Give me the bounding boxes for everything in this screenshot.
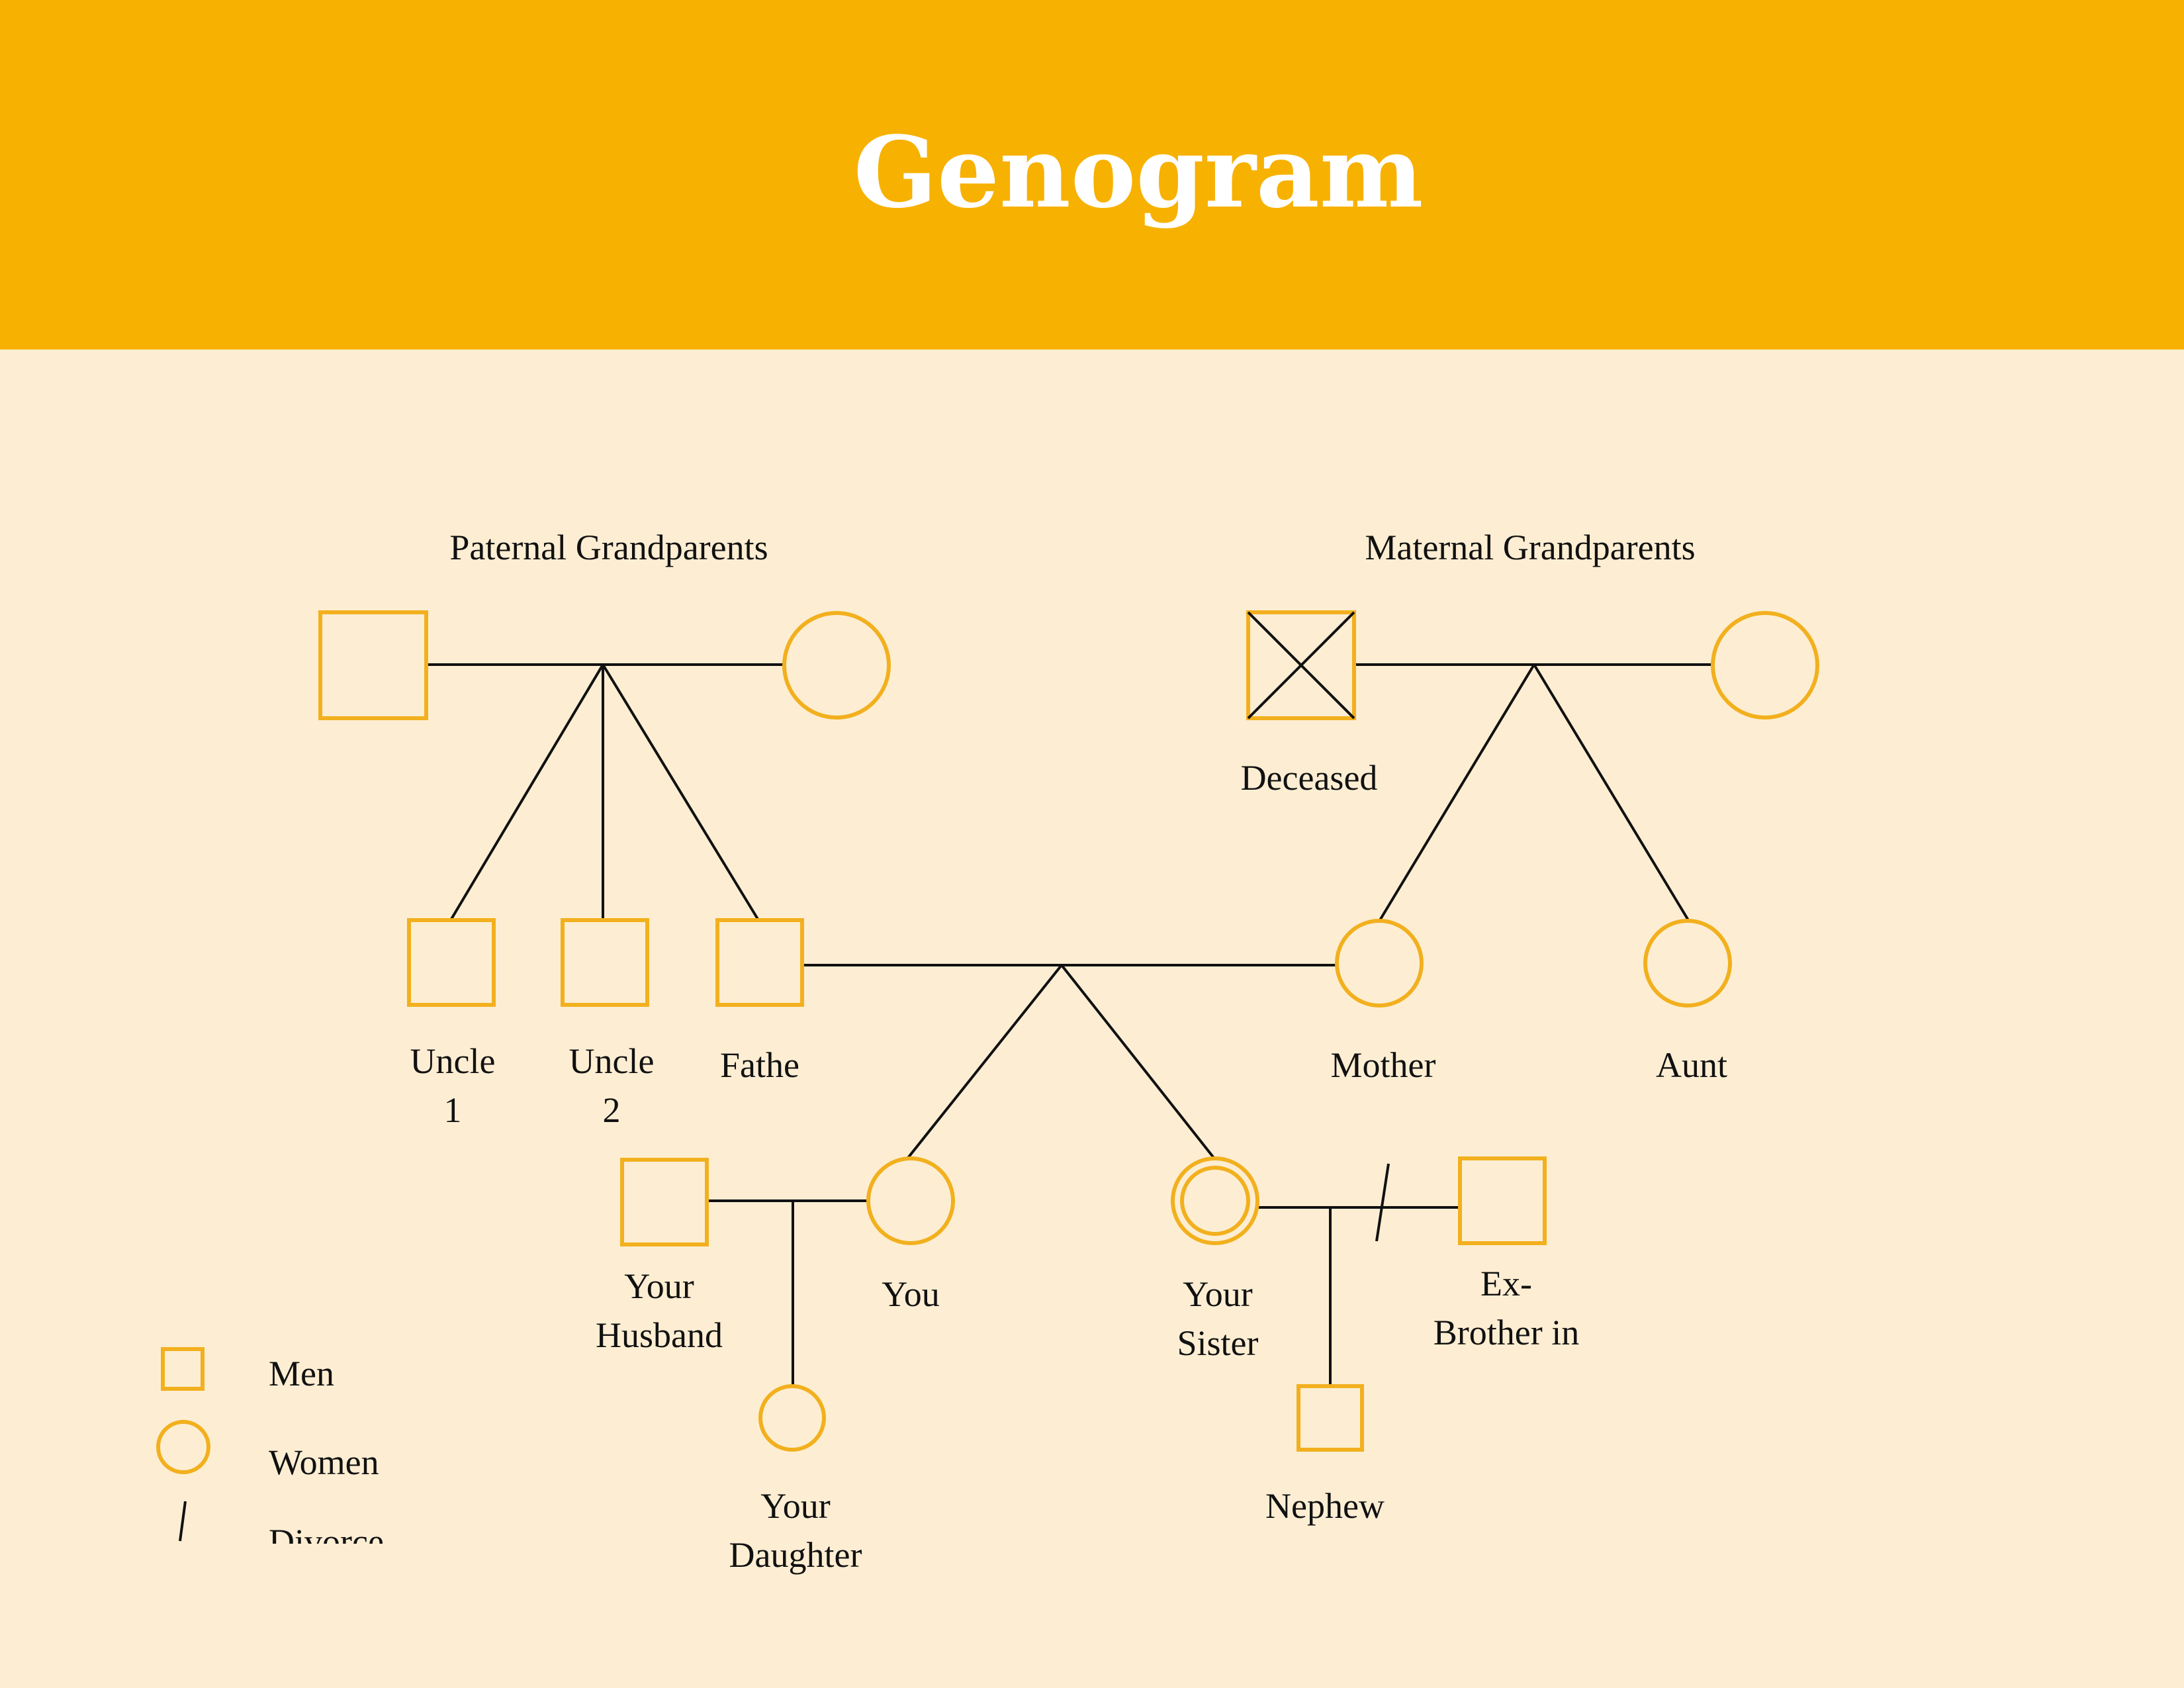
ex-brother-in-law-label: Ex- Brother in	[1433, 1264, 1580, 1352]
paternal-grandmother-circle	[782, 611, 891, 720]
uncle-2-square	[561, 918, 649, 1007]
relationship-lines	[179, 663, 1713, 1542]
paternal-child-line-uncle-1	[449, 663, 604, 921]
aunt-label: Aunt	[1656, 1045, 1727, 1085]
nephew-label: Nephew	[1265, 1486, 1385, 1526]
mother-circle	[1335, 919, 1424, 1008]
deceased-cross-icon	[1247, 611, 1355, 720]
your-husband-square	[620, 1158, 709, 1246]
maternal-grandfather-square-deceased	[1246, 610, 1356, 720]
your-daughter-circle	[758, 1384, 826, 1452]
ex-brother-in-law-square	[1458, 1156, 1547, 1245]
your-sister-outer-circle	[1171, 1156, 1259, 1245]
aunt-circle	[1643, 919, 1732, 1008]
maternal-child-line-mother	[1379, 663, 1535, 921]
maternal-child-line-aunt	[1533, 663, 1690, 921]
legend-men-square	[161, 1347, 205, 1391]
maternal-grandmother-circle	[1711, 611, 1819, 720]
you-label: You	[882, 1274, 940, 1314]
your-sister-label: Your Sister	[1177, 1274, 1259, 1363]
parents-child-line-sister	[1060, 964, 1215, 1159]
paternal-grandparents-label: Paternal Grandparents	[449, 528, 768, 567]
legend-women-label: Women	[269, 1442, 379, 1482]
paternal-grandfather-square	[318, 610, 428, 720]
divorce-mark	[1375, 1163, 1390, 1242]
deceased-label: Deceased	[1240, 758, 1378, 798]
uncle-1-label: Uncle 1	[410, 1041, 496, 1130]
maternal-grandparents-label: Maternal Grandparents	[1365, 528, 1696, 567]
your-husband-label: Your Husband	[596, 1266, 723, 1355]
legend-women-circle	[156, 1420, 210, 1474]
uncle-2-label: Uncle 2	[569, 1041, 655, 1130]
legend-divorce-mark	[179, 1501, 187, 1542]
your-sister-inner-circle	[1180, 1166, 1250, 1236]
father-square	[715, 918, 804, 1007]
page-title: Genogram	[853, 115, 1424, 230]
your-daughter-label: Your Daughter	[729, 1486, 862, 1575]
paternal-child-line-father	[602, 663, 760, 921]
title-banner	[0, 0, 2184, 350]
legend-divorce-label: Divorce	[269, 1522, 384, 1544]
mother-label: Mother	[1330, 1045, 1436, 1085]
nephew-square	[1297, 1384, 1364, 1452]
you-circle	[866, 1156, 955, 1245]
father-label: Fathe	[720, 1045, 799, 1085]
legend-men-label: Men	[269, 1354, 334, 1393]
person-symbols	[156, 610, 1819, 1474]
uncle-1-square	[407, 918, 496, 1007]
parents-child-line-you	[907, 964, 1063, 1159]
